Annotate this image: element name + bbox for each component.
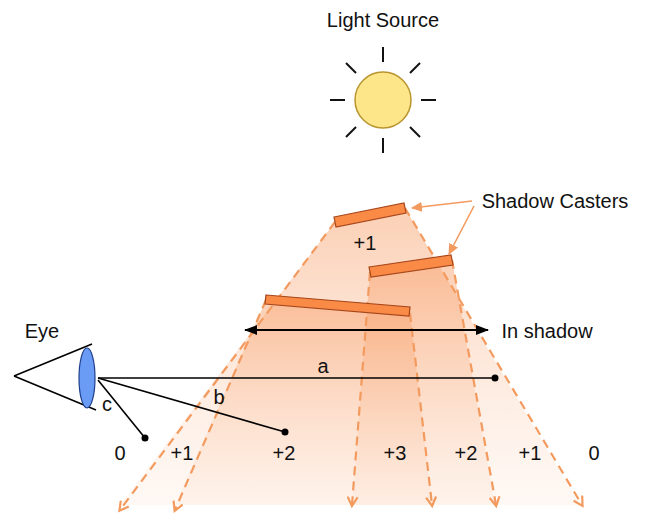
- callout-label: Shadow Casters: [482, 191, 629, 211]
- volume-edge: [452, 260, 496, 505]
- leader-line: [449, 206, 474, 254]
- extent-arrow: [245, 329, 488, 331]
- count-number: +2: [273, 443, 296, 463]
- leader-line: [412, 201, 472, 208]
- view-ray: [98, 380, 145, 438]
- callout-label: Eye: [25, 321, 59, 341]
- eye-symbol: [14, 344, 96, 410]
- light-source-symbol: [330, 47, 436, 153]
- ray-end-dot: [142, 435, 149, 442]
- ray-end-dot: [492, 375, 499, 382]
- volume-edge: [120, 222, 335, 510]
- view-ray: [98, 378, 285, 432]
- title-label: Light Source: [327, 10, 439, 30]
- volume-edge: [405, 208, 582, 505]
- shadow-caster: [369, 255, 453, 277]
- volume-edge: [410, 313, 432, 505]
- count-number: +1: [354, 233, 377, 253]
- count-number: +1: [171, 443, 194, 463]
- count-number: +1: [519, 443, 542, 463]
- count-number: 0: [114, 443, 125, 463]
- count-number: +2: [455, 443, 478, 463]
- ray-label: a: [317, 356, 328, 376]
- count-number: +3: [384, 443, 407, 463]
- shadow-caster: [265, 295, 410, 316]
- ray-label: c: [102, 394, 112, 414]
- shadow-volume: [120, 208, 580, 505]
- shadow-caster: [334, 203, 406, 227]
- shadow-volume: [352, 260, 495, 505]
- ray-label: b: [213, 387, 224, 407]
- callout-label: In shadow: [501, 321, 592, 341]
- view-ray: [98, 377, 495, 379]
- count-number: 0: [588, 443, 599, 463]
- ray-end-dot: [282, 429, 289, 436]
